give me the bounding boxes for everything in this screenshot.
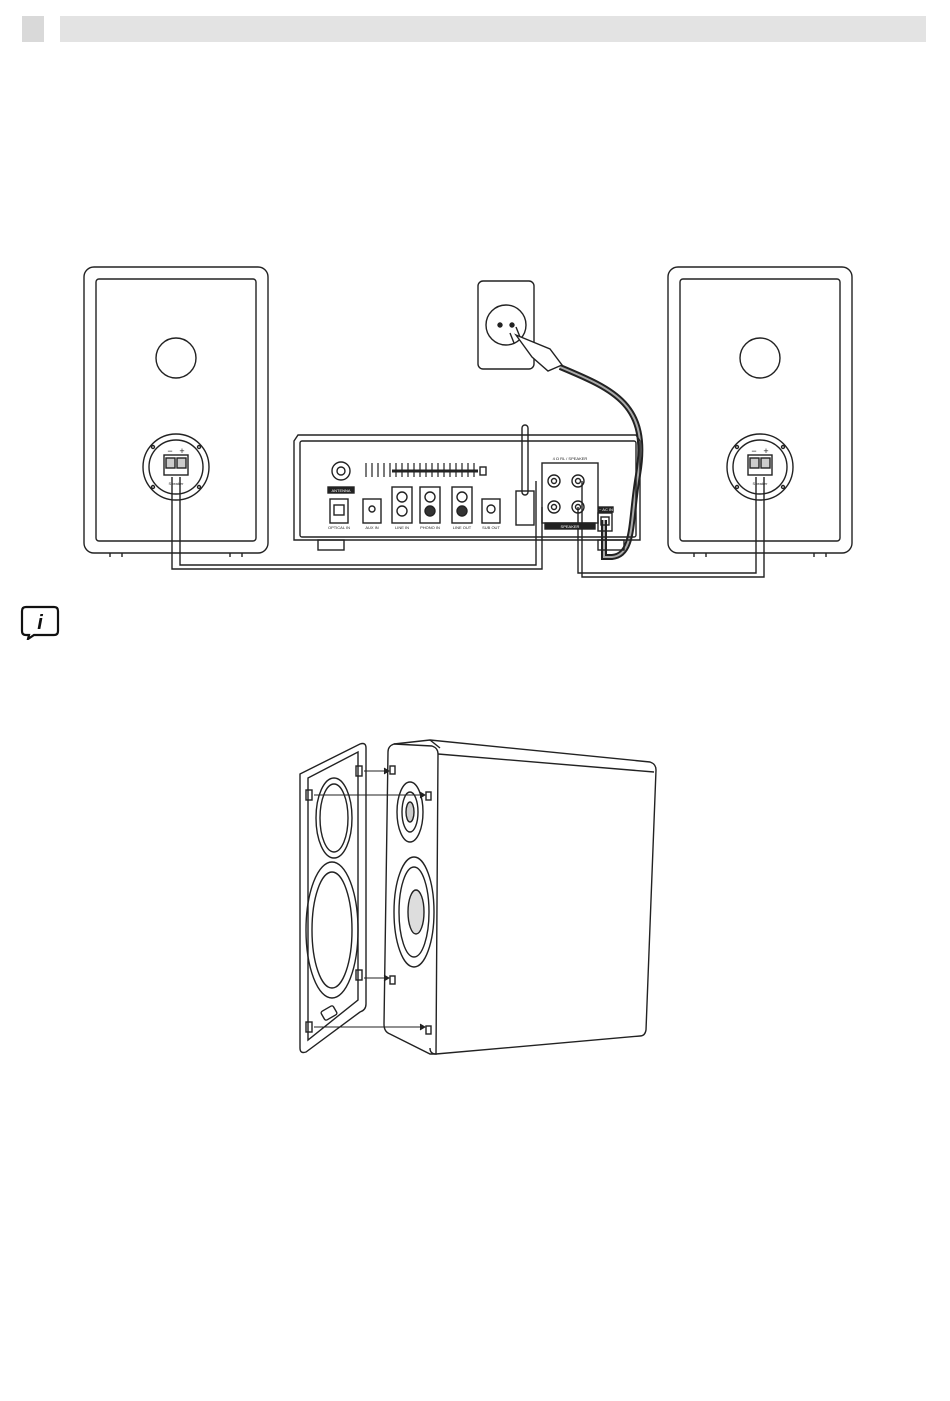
speaker-connection-diagram: − + − + Speaker Speaker ANTENNA OPTICAL … [70, 255, 870, 585]
cabinet-woofer [394, 857, 434, 967]
wall-socket-icon [478, 281, 534, 369]
right-terminal-plus: + [763, 446, 768, 456]
jack-label-line-in: LINE IN [395, 525, 409, 530]
cabinet-tweeter [397, 782, 423, 842]
page-number-tab [22, 16, 44, 42]
wifi-antenna-icon [516, 425, 534, 525]
left-speaker-terminal-plate [143, 434, 209, 500]
left-terminal-minus: − [167, 446, 172, 456]
right-terminal-minus: − [751, 446, 756, 456]
left-terminal-plus: + [179, 446, 184, 456]
jack-label-line-out: LINE OUT [453, 525, 472, 530]
jack-label-optical: OPTICAL IN [328, 525, 350, 530]
speaker-output-terminals [542, 463, 598, 523]
power-plug-icon [510, 327, 562, 371]
optical-in-jack [330, 499, 348, 523]
ac-in-label: ~ AC IN [599, 507, 613, 512]
right-terminal-label: Speaker [753, 481, 769, 486]
info-icon: i [20, 604, 60, 640]
jack-label-phono: PHONO IN [420, 525, 440, 530]
right-speaker-terminal-plate [727, 434, 793, 500]
right-speaker-cable-positive [582, 477, 764, 577]
speaker-cabinet [384, 740, 656, 1054]
antenna-label: ANTENNA [331, 488, 350, 493]
sub-out-jack [482, 499, 500, 523]
left-terminal-label: Speaker [169, 481, 185, 486]
jack-label-sub-out: SUB OUT [482, 525, 500, 530]
header-bar [60, 16, 926, 42]
speaker-label: SPEAKER [561, 524, 580, 529]
left-speaker-port [156, 338, 196, 378]
speaker-header-label: 4 Ω RL / SPEAKER [553, 456, 588, 461]
aux-in-jack [363, 499, 381, 523]
right-speaker-port [740, 338, 780, 378]
right-speaker [668, 267, 852, 557]
jack-label-aux: AUX IN [365, 525, 378, 530]
info-icon-glyph: i [37, 612, 43, 634]
left-speaker [84, 267, 268, 557]
speaker-grille-mounting-diagram [290, 730, 670, 1060]
